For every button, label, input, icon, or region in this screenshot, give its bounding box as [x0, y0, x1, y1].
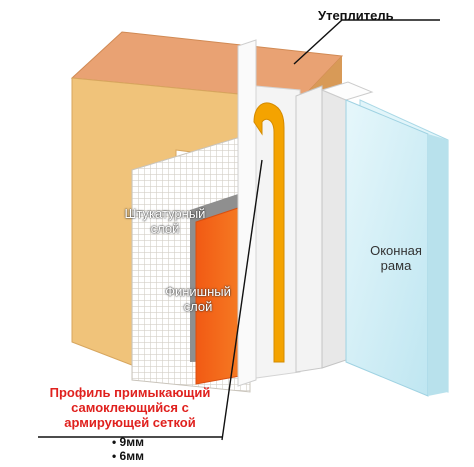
profile-leader	[221, 159, 263, 441]
leader-lines	[38, 19, 440, 441]
size-item: • 6мм	[112, 449, 144, 463]
profile-label-line3: армирующей сеткой	[64, 415, 196, 430]
finish-label-line2: слой	[183, 299, 213, 314]
adhesive-tape	[253, 102, 285, 363]
profile-label-line1: Профиль примыкающий	[49, 385, 211, 400]
frame-step	[320, 81, 374, 101]
window-label-line2: рама	[380, 258, 412, 273]
finish-label: Финишный слой	[158, 284, 238, 314]
profile-label: Профиль примыкающий самоклеющийся с арми…	[30, 385, 230, 430]
profile-sizes: • 9мм • 6мм	[112, 435, 144, 463]
profile-label-line2: самоклеющийся с	[71, 400, 189, 415]
window-frame	[295, 81, 449, 397]
insulation-label: Утеплитель	[318, 8, 394, 23]
window-frame-label: Оконная рама	[358, 243, 434, 273]
glass-edge	[428, 134, 448, 396]
frame-profile-back	[295, 85, 323, 373]
window-label-line1: Оконная	[370, 243, 422, 258]
plaster-label-line1: Штукатурный	[124, 206, 206, 221]
size-item: • 9мм	[112, 435, 144, 449]
profile-strip	[237, 39, 257, 387]
plaster-label-line2: слой	[150, 221, 180, 236]
finish-label-line1: Финишный	[165, 284, 231, 299]
insulation-leader	[293, 19, 440, 65]
plaster-label: Штукатурный слой	[106, 206, 224, 236]
frame-profile-mid	[321, 89, 347, 369]
